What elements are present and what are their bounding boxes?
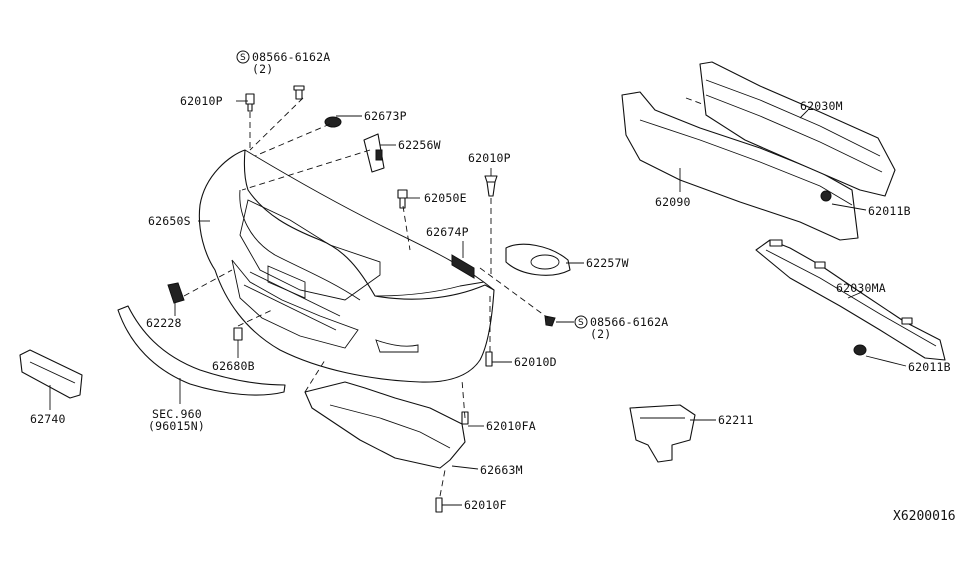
label-62680b: 62680B: [212, 359, 255, 373]
label-62256w: 62256W: [398, 138, 441, 152]
label-62050e: 62050E: [424, 191, 467, 205]
absorber-part: [621, 91, 859, 241]
label-62257w: 62257W: [586, 256, 629, 270]
bracket-side-part: [629, 404, 696, 463]
screw-top-part: [293, 85, 305, 100]
plate-bracket-part: [233, 327, 243, 341]
reinforcement-lower-part: [755, 239, 946, 361]
label-62011b-lower: 62011B: [908, 360, 951, 374]
label-62030m: 62030M: [800, 99, 843, 113]
screw-lower-number: 08566-6162A: [590, 315, 668, 329]
grille-insert-part: [451, 254, 475, 279]
label-62010fa: 62010FA: [486, 419, 536, 433]
label-62010p-left: 62010P: [180, 94, 223, 108]
nut-upper-part: [820, 190, 832, 202]
fog-cover-left-part: [167, 282, 185, 304]
label-62211: 62211: [718, 413, 754, 427]
nut-lower-part: [853, 344, 867, 356]
bracket-62256w-part: [363, 133, 385, 173]
lower-spoiler-part: [117, 305, 286, 396]
label-62011b-upper: 62011B: [868, 204, 911, 218]
clip-62010p-left-part: [245, 93, 255, 112]
undercover-clip-bottom-part: [435, 497, 443, 513]
label-62010p-center: 62010P: [468, 151, 511, 165]
screw-top-number: 08566-6162A: [252, 50, 330, 64]
label-62010d: 62010D: [514, 355, 557, 369]
diagram-code: X6200016: [893, 509, 956, 524]
undercover-part: [304, 381, 466, 469]
clip-62010p-center-part: [484, 175, 498, 197]
label-62740: 62740: [30, 412, 66, 426]
label-62090: 62090: [655, 195, 691, 209]
screw-lower-qty: (2): [590, 327, 611, 341]
label-62010f: 62010F: [464, 498, 507, 512]
label-62650s: 62650S: [148, 214, 191, 228]
screw-top-label: S 08566-6162A (2): [236, 50, 330, 76]
label-62674p: 62674P: [426, 225, 469, 239]
label-62663m: 62663M: [480, 463, 523, 477]
label-sec960: SEC.960: [152, 407, 202, 421]
fog-cover-part: [505, 243, 571, 276]
screw-top-symbol: S: [240, 53, 246, 63]
leader-lines: [49, 100, 907, 506]
label-62673p: 62673P: [364, 109, 407, 123]
license-bracket-part: [19, 349, 83, 399]
label-62030ma: 62030MA: [836, 281, 886, 295]
screw-top-qty: (2): [252, 62, 273, 76]
screw-lower-part: [544, 315, 556, 327]
fascia-part: [198, 149, 495, 383]
label-62228: 62228: [146, 316, 182, 330]
label-96015n: (96015N): [148, 419, 205, 433]
screw-lower-label: S 08566-6162A (2): [574, 315, 668, 341]
screw-lower-symbol: S: [578, 318, 584, 328]
clip-62050e-part: [397, 189, 408, 209]
clip-62010d-part: [485, 351, 493, 367]
